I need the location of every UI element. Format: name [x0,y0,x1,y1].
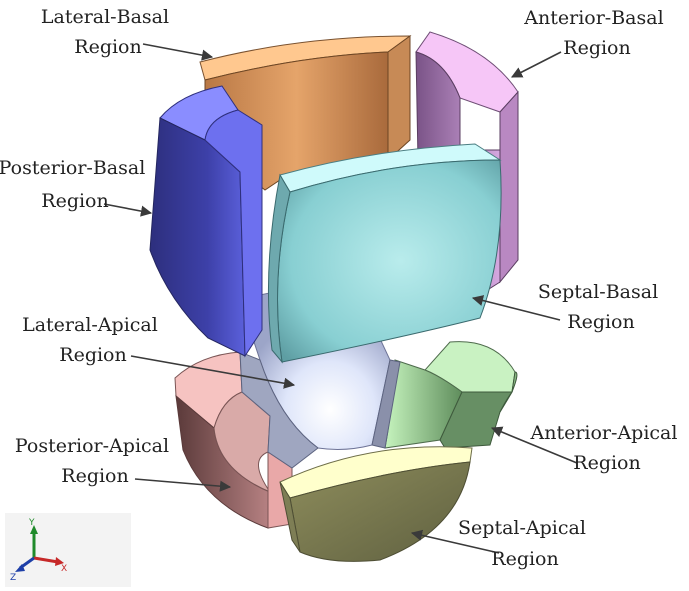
posterior-apical-leader-arrow [134,478,232,492]
lateral-basal-label: Lateral-Basal Region [41,6,175,58]
axis-triad: Y X Z [5,513,131,587]
septal-apical-label: Septal-Apical Region [458,517,592,570]
lateral-apical-label: Lateral-Apical Region [22,314,164,366]
z-axis-label: Z [10,573,16,583]
anterior-basal-label: Anterior-Basal Region [523,7,669,59]
x-axis-label: X [61,564,67,574]
y-axis-label: Y [28,518,35,528]
lateral-apical-leader-arrow [130,355,296,389]
septal-basal-leader-arrow [471,295,561,321]
anterior-apical-region-shape [384,341,518,449]
posterior-basal-leader-arrow [103,203,153,217]
anterior-apical-label: Anterior-Apical Region [530,422,684,474]
anterior-apical-leader-arrow [490,426,578,464]
septal-basal-region-shape [267,143,502,364]
septal-apical-region-shape [279,446,473,562]
posterior-basal-label: Posterior-Basal Region [0,157,151,212]
septal-basal-label: Septal-Basal Region [538,281,664,333]
posterior-basal-region-shape [149,85,263,358]
septal-apical-leader-arrow [410,529,500,554]
lateral-basal-leader-arrow [142,43,214,61]
anterior-basal-leader-arrow [511,51,562,78]
posterior-apical-label: Posterior-Apical Region [15,435,175,487]
posterior-apical-region-shape [174,351,293,529]
